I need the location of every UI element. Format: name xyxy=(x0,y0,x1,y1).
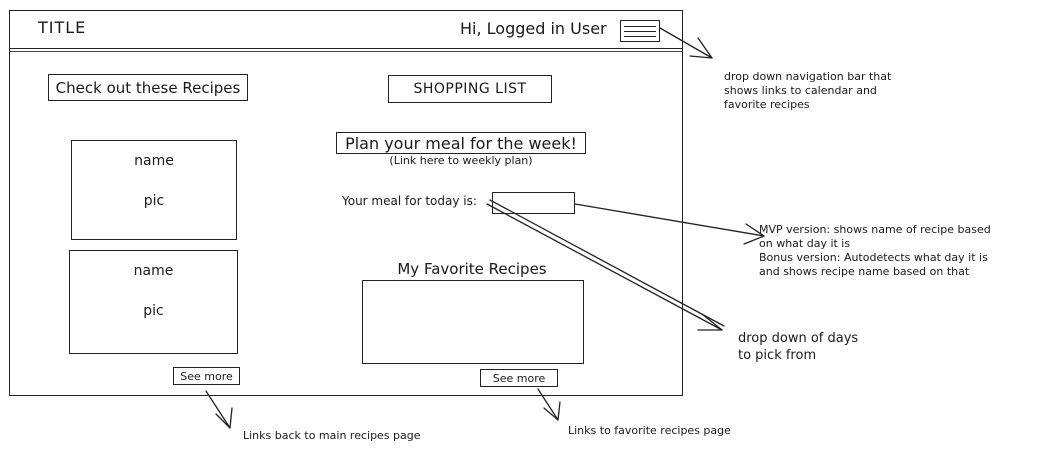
see-more-favorites-button[interactable]: See more xyxy=(480,369,558,387)
days-annotation-arrowhead xyxy=(697,313,723,331)
mvp-annotation-arrow xyxy=(574,203,765,237)
annotation-line: drop down of days xyxy=(738,331,859,346)
favorites-title: My Favorite Recipes xyxy=(397,260,547,278)
nav-menu-button[interactable] xyxy=(620,20,660,42)
meal-day-select[interactable] xyxy=(492,192,575,214)
links-main-annotation: Links back to main recipes page xyxy=(243,429,421,442)
menu-icon-line-mid xyxy=(624,31,656,32)
annotation-line: drop down navigation bar that xyxy=(724,70,892,83)
recipe-name: name xyxy=(133,263,174,279)
annotation-line: shows links to calendar and xyxy=(724,84,877,97)
links-fav-arrow xyxy=(537,388,559,421)
recipe-name: name xyxy=(134,153,174,169)
recipe-card[interactable]: name pic xyxy=(71,140,237,240)
meal-today-label: Your meal for today is: xyxy=(342,194,477,208)
days-annotation: drop down of days to pick from xyxy=(738,330,858,364)
days-annotation-arrow-2 xyxy=(489,199,725,327)
menu-icon-line-top xyxy=(624,26,656,27)
weekly-plan-link[interactable]: Plan your meal for the week! xyxy=(336,132,586,154)
annotation-line: MVP version: shows name of recipe based xyxy=(759,223,991,236)
shopping-list-button[interactable]: SHOPPING LIST xyxy=(388,75,552,103)
annotation-line: Bonus version: Autodetects what day it i… xyxy=(759,251,988,264)
user-greeting: Hi, Logged in User xyxy=(460,19,607,38)
days-annotation-arrow xyxy=(486,203,723,331)
annotation-line: to pick from xyxy=(738,348,817,363)
recipes-heading: Check out these Recipes xyxy=(48,74,248,101)
mvp-annotation-arrowhead xyxy=(743,223,765,245)
nav-annotation-arrow xyxy=(659,27,713,59)
see-more-recipes-button[interactable]: See more xyxy=(173,367,240,385)
app-frame xyxy=(9,10,683,396)
annotation-line: and shows recipe name based on that xyxy=(759,265,970,278)
nav-annotation: drop down navigation bar that shows link… xyxy=(724,70,891,112)
recipe-pic: pic xyxy=(143,193,165,209)
annotation-line: on what day it is xyxy=(759,237,851,250)
mvp-annotation: MVP version: shows name of recipe based … xyxy=(759,223,991,279)
recipe-pic: pic xyxy=(143,303,164,319)
links-main-arrowhead xyxy=(215,407,233,429)
menu-icon-line-bottom xyxy=(624,36,656,37)
favorites-list xyxy=(362,280,584,364)
links-main-arrow xyxy=(205,390,231,429)
weekly-plan-subtitle: (Link here to weekly plan) xyxy=(389,154,533,167)
nav-annotation-arrowhead xyxy=(689,37,713,59)
header-divider xyxy=(9,48,683,49)
annotation-line: favorite recipes xyxy=(724,98,810,111)
app-title: TITLE xyxy=(38,18,87,37)
links-fav-annotation: Links to favorite recipes page xyxy=(568,424,731,437)
links-fav-arrowhead xyxy=(543,401,561,421)
recipe-card[interactable]: name pic xyxy=(69,250,238,354)
header-divider-shadow xyxy=(9,51,683,52)
